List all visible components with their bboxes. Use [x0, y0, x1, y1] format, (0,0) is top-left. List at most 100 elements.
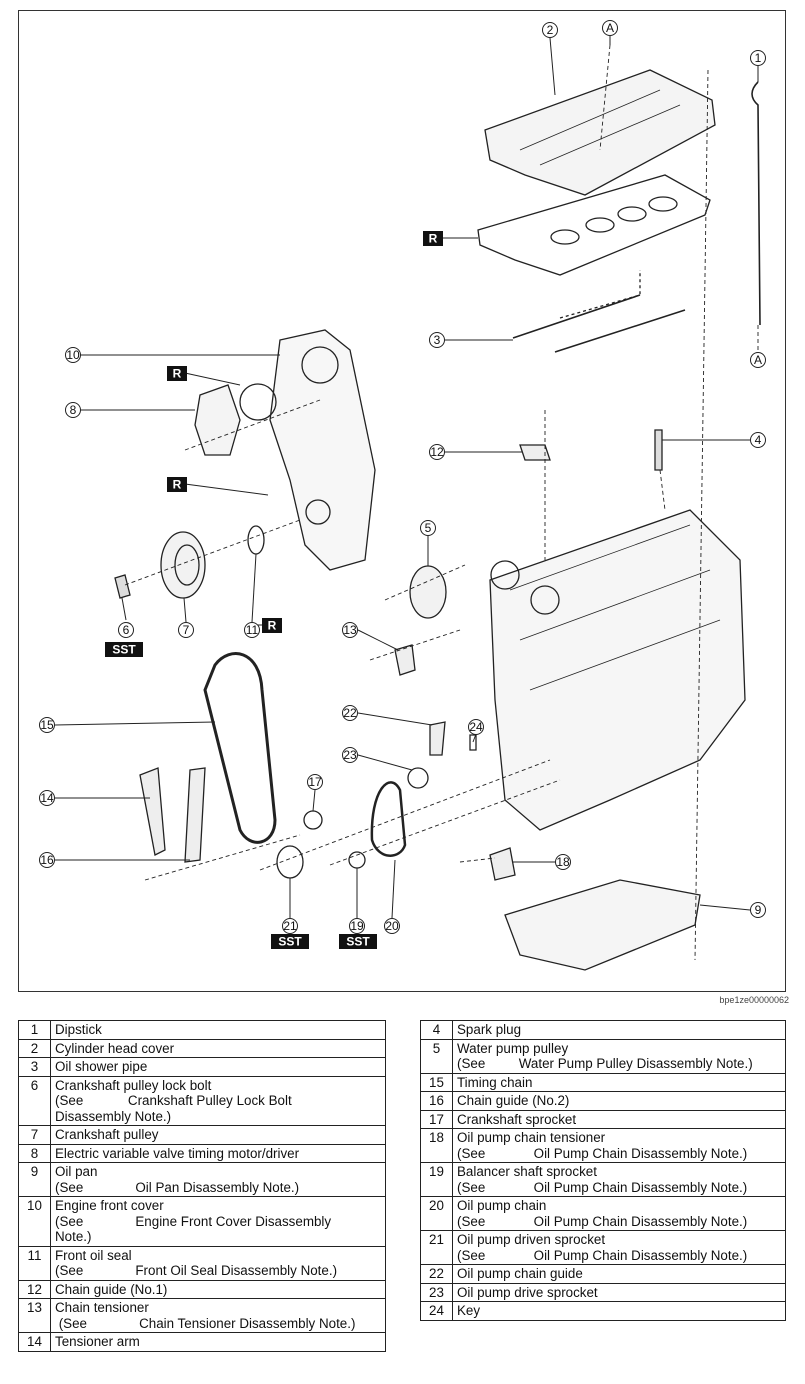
callout-17: 17	[307, 774, 323, 790]
svg-text:20: 20	[385, 919, 399, 933]
callout-14: 14	[39, 790, 55, 806]
part-name: Tensioner arm	[55, 1334, 140, 1349]
svg-text:3: 3	[434, 333, 441, 347]
callout-15: 15	[39, 717, 55, 733]
svg-text:4: 4	[755, 433, 762, 447]
part-description: Crankshaft pulley	[50, 1125, 386, 1145]
disassembly-note-reference[interactable]: (See Water Pump Pulley Disassembly Note.…	[457, 1056, 753, 1071]
svg-text:19: 19	[350, 919, 364, 933]
part-name: Timing chain	[457, 1074, 533, 1090]
part-description: Oil shower pipe	[50, 1057, 386, 1077]
disassembly-note-reference[interactable]: (See Oil Pump Chain Disassembly Note.)	[457, 1145, 748, 1161]
part-number: 21	[420, 1230, 453, 1265]
part-number: 17	[420, 1109, 453, 1129]
disassembly-note-reference[interactable]: (See Oil Pump Chain Disassembly Note.)	[457, 1247, 748, 1263]
part-number: 8	[18, 1143, 51, 1163]
engine-block-shape	[489, 509, 746, 831]
svg-text:SST: SST	[346, 935, 370, 949]
svg-text:A: A	[606, 21, 614, 35]
svg-text:21: 21	[283, 919, 297, 933]
marker-a-1: A	[602, 20, 618, 36]
crankshaft-sprocket-shape	[303, 810, 323, 830]
part-description: Crankshaft pulley lock bolt(See Cranksha…	[50, 1075, 386, 1126]
balancer-shaft-sprocket-shape	[348, 851, 366, 869]
disassembly-note-reference[interactable]: (See Crankshaft Pulley Lock Bolt Disasse…	[55, 1093, 292, 1124]
svg-text:1: 1	[755, 51, 762, 65]
part-description: Chain guide (No.2)	[452, 1091, 786, 1111]
callout-18: 18	[555, 854, 571, 870]
part-description: Key	[452, 1301, 786, 1321]
svg-text:22: 22	[343, 706, 357, 720]
part-number: 24	[420, 1301, 453, 1321]
part-description: Oil pump chain tensioner(See Oil Pump Ch…	[452, 1128, 786, 1163]
engine-front-cover-shape	[269, 329, 376, 571]
callout-20: 20	[384, 918, 400, 934]
part-description: Engine front cover(See Engine Front Cove…	[50, 1196, 386, 1247]
part-number: 19	[420, 1162, 453, 1197]
part-number: 12	[18, 1279, 51, 1299]
part-name: Oil pump driven sprocket	[457, 1232, 606, 1247]
marker-a-2: A	[750, 352, 766, 368]
sst-badge-6: SST	[271, 934, 309, 949]
callout-8: 8	[65, 402, 81, 418]
svg-text:13: 13	[343, 623, 357, 637]
svg-text:SST: SST	[278, 935, 302, 949]
callout-5: 5	[420, 520, 436, 536]
callout-22: 22	[342, 705, 358, 721]
chain-guide-no2-shape	[184, 767, 206, 863]
callout-10: 10	[65, 347, 81, 363]
part-name: Dipstick	[55, 1022, 102, 1037]
disassembly-note-reference[interactable]: (See Oil Pump Chain Disassembly Note.)	[457, 1179, 748, 1195]
part-number: 1	[18, 1020, 51, 1040]
part-description: Chain tensioner (See Chain Tensioner Dis…	[50, 1298, 386, 1333]
part-number: 20	[420, 1196, 453, 1231]
svg-text:A: A	[754, 353, 762, 367]
figure-code: bpe1ze00000062	[719, 995, 789, 1005]
part-number: 18	[420, 1128, 453, 1163]
disassembly-note-reference[interactable]: (See Oil Pump Chain Disassembly Note.)	[457, 1213, 748, 1229]
part-number: 9	[18, 1162, 51, 1197]
part-name: Front oil seal	[55, 1247, 132, 1263]
svg-text:8: 8	[70, 403, 77, 417]
part-name: Spark plug	[457, 1022, 522, 1037]
part-row-1: 1 Dipstick	[18, 1020, 386, 1040]
lock-bolt-shape	[114, 574, 131, 599]
part-number: 5	[420, 1038, 453, 1074]
disassembly-note-reference[interactable]: (See Chain Tensioner Disassembly Note.)	[55, 1315, 356, 1331]
disassembly-note-reference[interactable]: (See Front Oil Seal Disassembly Note.)	[55, 1263, 338, 1278]
part-number: 16	[420, 1091, 453, 1111]
callout-9: 9	[750, 902, 766, 918]
sst-badge-5: SST	[105, 642, 143, 657]
oil-pump-chain-tensioner-shape	[489, 847, 516, 881]
part-description: Oil pan(See Oil Pan Disassembly Note.)	[50, 1162, 386, 1197]
part-description: Water pump pulley(See Water Pump Pulley …	[452, 1038, 786, 1074]
part-name: Oil pump chain	[457, 1198, 547, 1213]
part-description: Oil pump chain(See Oil Pump Chain Disass…	[452, 1196, 786, 1231]
water-pump-pulley-shape	[409, 565, 447, 619]
callout-1: 1	[750, 50, 766, 66]
disassembly-note-reference[interactable]: (See Engine Front Cover Disassembly Note…	[55, 1213, 332, 1245]
reuse-badge-3: R	[167, 477, 187, 492]
part-number: 3	[18, 1057, 51, 1077]
part-number: 11	[18, 1245, 51, 1281]
disassembly-note-reference[interactable]: (See Oil Pan Disassembly Note.)	[55, 1179, 300, 1195]
oil-pump-chain-shape	[370, 781, 407, 857]
svg-text:R: R	[429, 232, 438, 246]
part-name: Crankshaft sprocket	[457, 1111, 577, 1127]
part-number: 2	[18, 1038, 51, 1058]
callout-2: 2	[542, 22, 558, 38]
tensioner-arm-shape	[139, 767, 166, 856]
svg-text:9: 9	[755, 903, 762, 917]
